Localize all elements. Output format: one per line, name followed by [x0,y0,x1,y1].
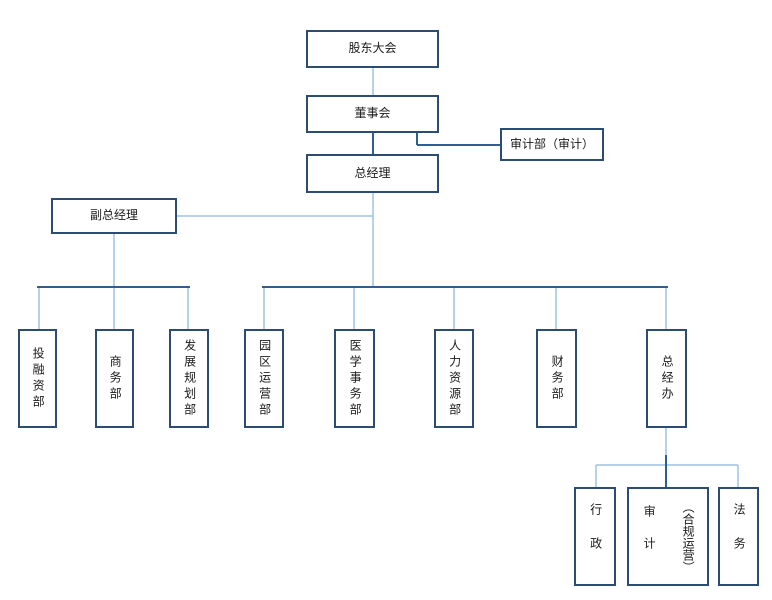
legal-box: 法务 [718,487,759,586]
dev-planning-dept-box: 发展规划部 [169,329,209,428]
board-label: 董事会 [354,106,391,121]
gm-office-box: 总经办 [646,329,687,428]
investment-dept-label: 投融资部 [31,346,46,411]
medical-affairs-dept-box: 医学事务部 [334,329,375,428]
deputy-gm-label: 副总经理 [89,208,138,223]
board-box: 董事会 [306,95,439,133]
hr-dept-box: 人力资源部 [434,329,474,428]
finance-dept-box: 财务部 [536,329,577,428]
shareholders-meeting-label: 股东大会 [348,41,397,56]
commerce-dept-label: 商务部 [108,354,123,403]
gm-office-label: 总经办 [660,354,675,403]
park-ops-dept-label: 园区运营部 [257,338,272,419]
hr-dept-label: 人力资源部 [447,338,462,419]
investment-dept-box: 投融资部 [18,329,57,428]
audit-label: 审计 [642,504,657,569]
shareholders-meeting-box: 股东大会 [306,30,439,68]
commerce-dept-box: 商务部 [95,329,134,428]
general-manager-box: 总经理 [306,154,439,193]
park-ops-dept-box: 园区运营部 [244,329,284,428]
general-manager-label: 总经理 [354,165,391,180]
dev-planning-dept-label: 发展规划部 [182,338,197,419]
audit-dept-label: 审计部（审计） [509,136,594,151]
finance-dept-label: 财务部 [550,354,565,403]
compliance-label: （合规运营） [681,500,696,573]
audit-compliance-box: 审计 （合规运营） [627,487,709,586]
legal-label: 法务 [732,502,747,571]
audit-dept-box: 审计部（审计） [500,128,604,161]
admin-box: 行政 [574,487,616,586]
deputy-gm-box: 副总经理 [51,198,177,234]
admin-label: 行政 [588,502,603,571]
medical-affairs-dept-label: 医学事务部 [348,338,363,419]
